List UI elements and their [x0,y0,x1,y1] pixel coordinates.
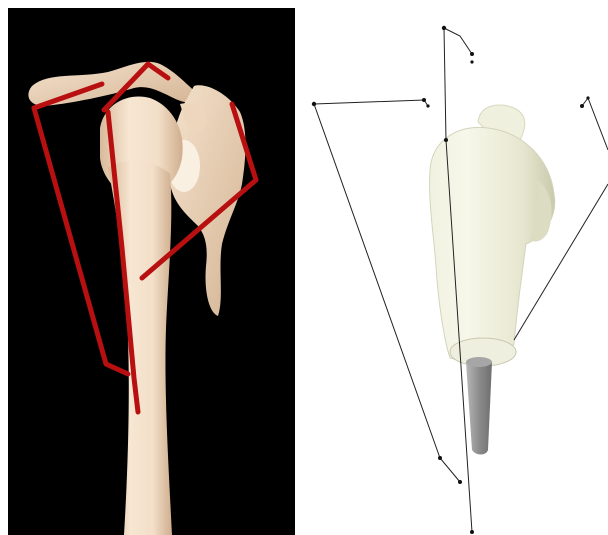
wire-path-top [444,28,472,54]
wire-node [458,480,462,484]
wire-path-right [582,98,608,150]
wire-node [426,104,429,107]
left-panel-bone-render [8,8,295,535]
bone-render-svg [8,8,295,535]
wire-node [444,138,448,142]
wire-node [580,104,584,108]
wire-node [442,26,446,30]
wire-node [470,52,474,56]
right-panel-implant-render [300,0,608,535]
wire-node [470,530,474,534]
wire-node [470,60,473,63]
wire-node [312,102,316,106]
implant-stem [466,362,492,455]
wire-node [438,456,442,460]
wire-node [422,98,426,102]
wire-node [586,96,589,99]
implant-render-svg [300,0,608,535]
wire-path-left [314,100,428,106]
implant-body [430,127,555,360]
implant-stem-top [466,357,492,367]
